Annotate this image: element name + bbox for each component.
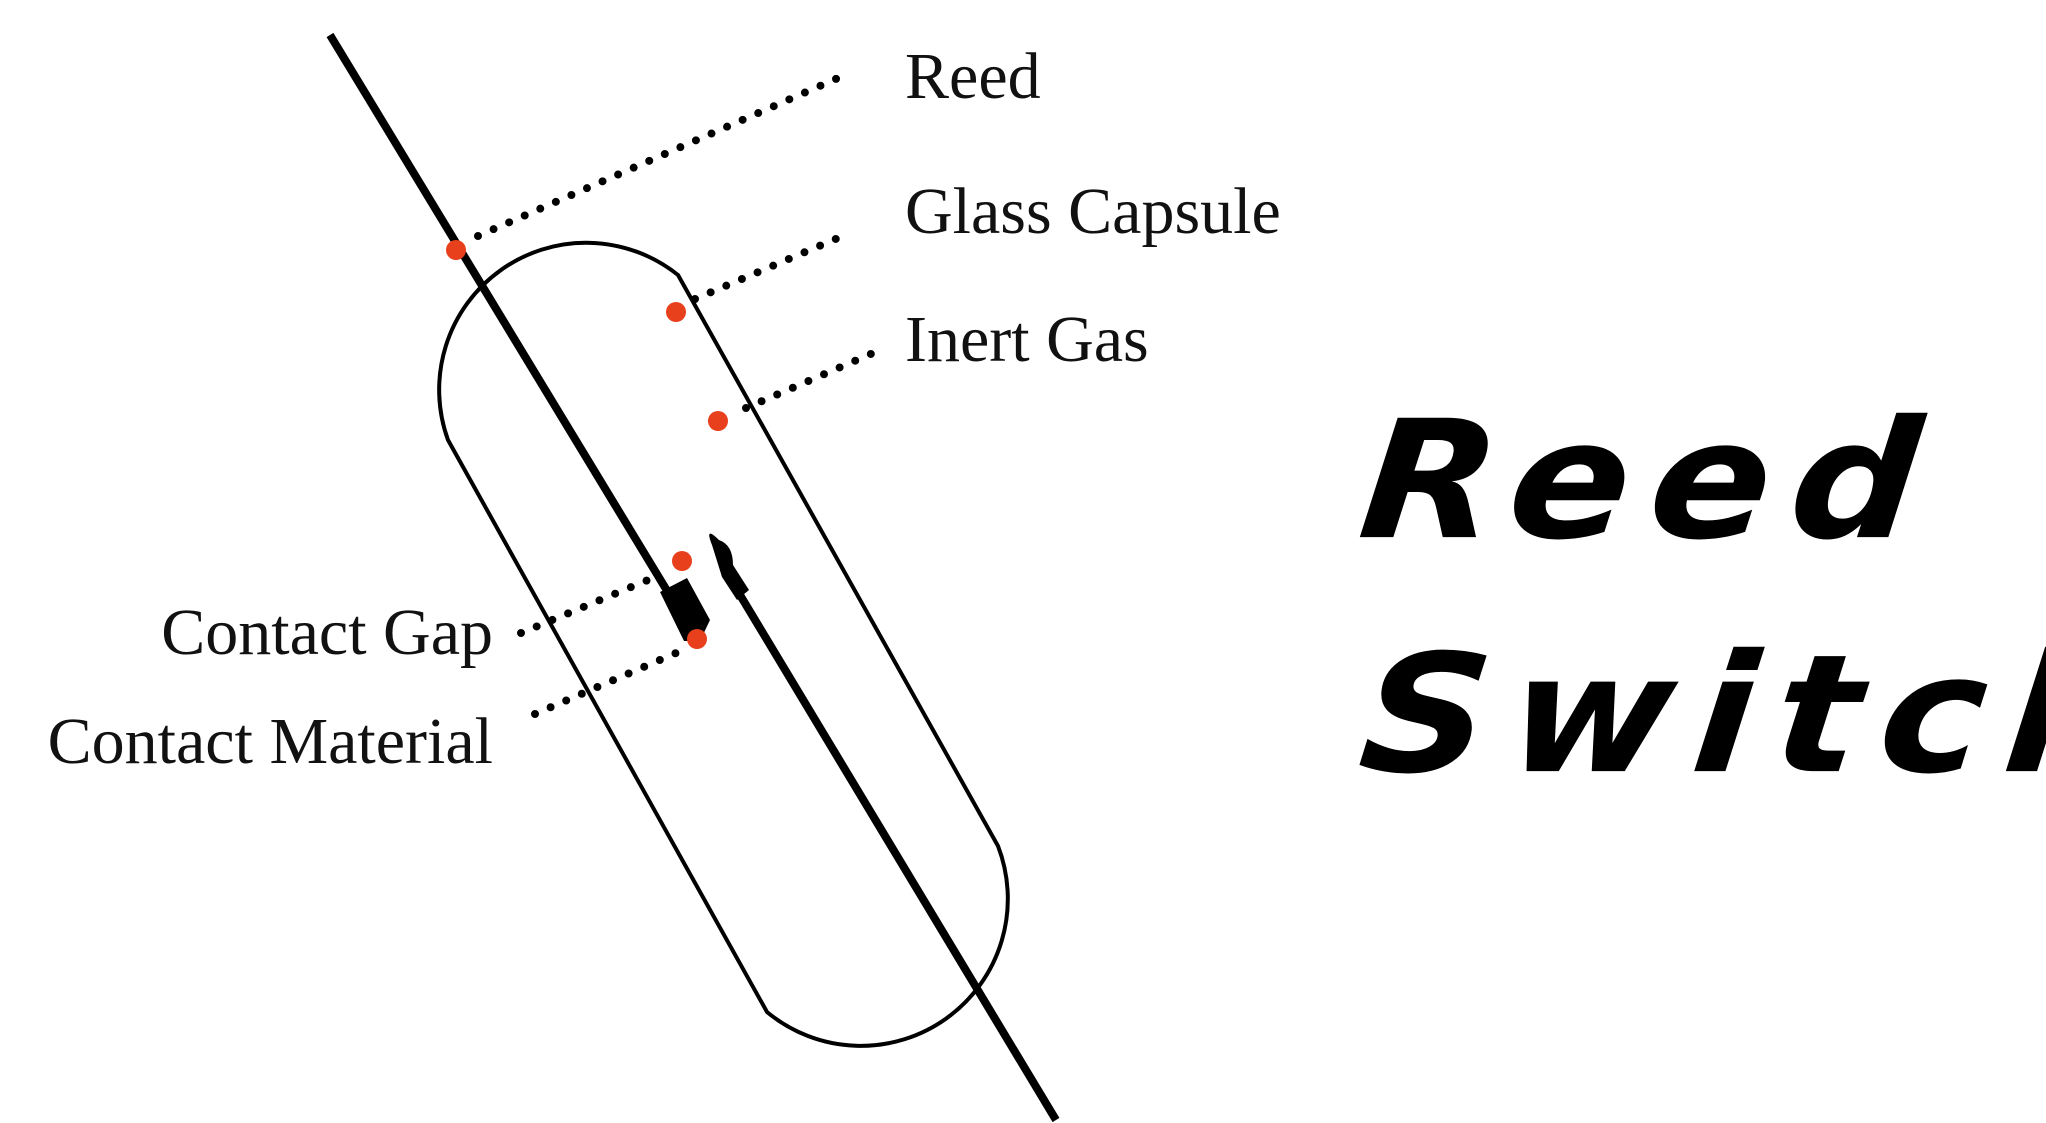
leader-contact-material [531, 649, 680, 718]
leader-contact-gap [517, 571, 664, 637]
contact-lower [709, 533, 749, 600]
marker-contact-material [687, 629, 707, 649]
leader-glass-capsule [691, 234, 842, 303]
label-glass-capsule: Glass Capsule [905, 175, 1281, 248]
label-inert-gas: Inert Gas [905, 303, 1149, 376]
leader-inert-gas [742, 346, 884, 412]
marker-glass-capsule [666, 302, 686, 322]
marker-inert-gas [708, 411, 728, 431]
contact-upper [660, 578, 710, 641]
marker-reed [446, 240, 466, 260]
marker-contact-gap [672, 551, 692, 571]
label-contact-gap: Contact Gap [161, 596, 493, 669]
leader-reed [474, 74, 842, 240]
leader-lines [474, 74, 884, 718]
title-line-switch: Switch [1352, 619, 2046, 810]
label-reed: Reed [905, 40, 1041, 113]
label-contact-material: Contact Material [47, 705, 493, 778]
reed-lower [727, 577, 1060, 1123]
title-line-reed: Reed [1352, 385, 1950, 576]
glass-capsule [437, 240, 1010, 1048]
markers [446, 240, 728, 649]
reed-upper [326, 32, 690, 625]
